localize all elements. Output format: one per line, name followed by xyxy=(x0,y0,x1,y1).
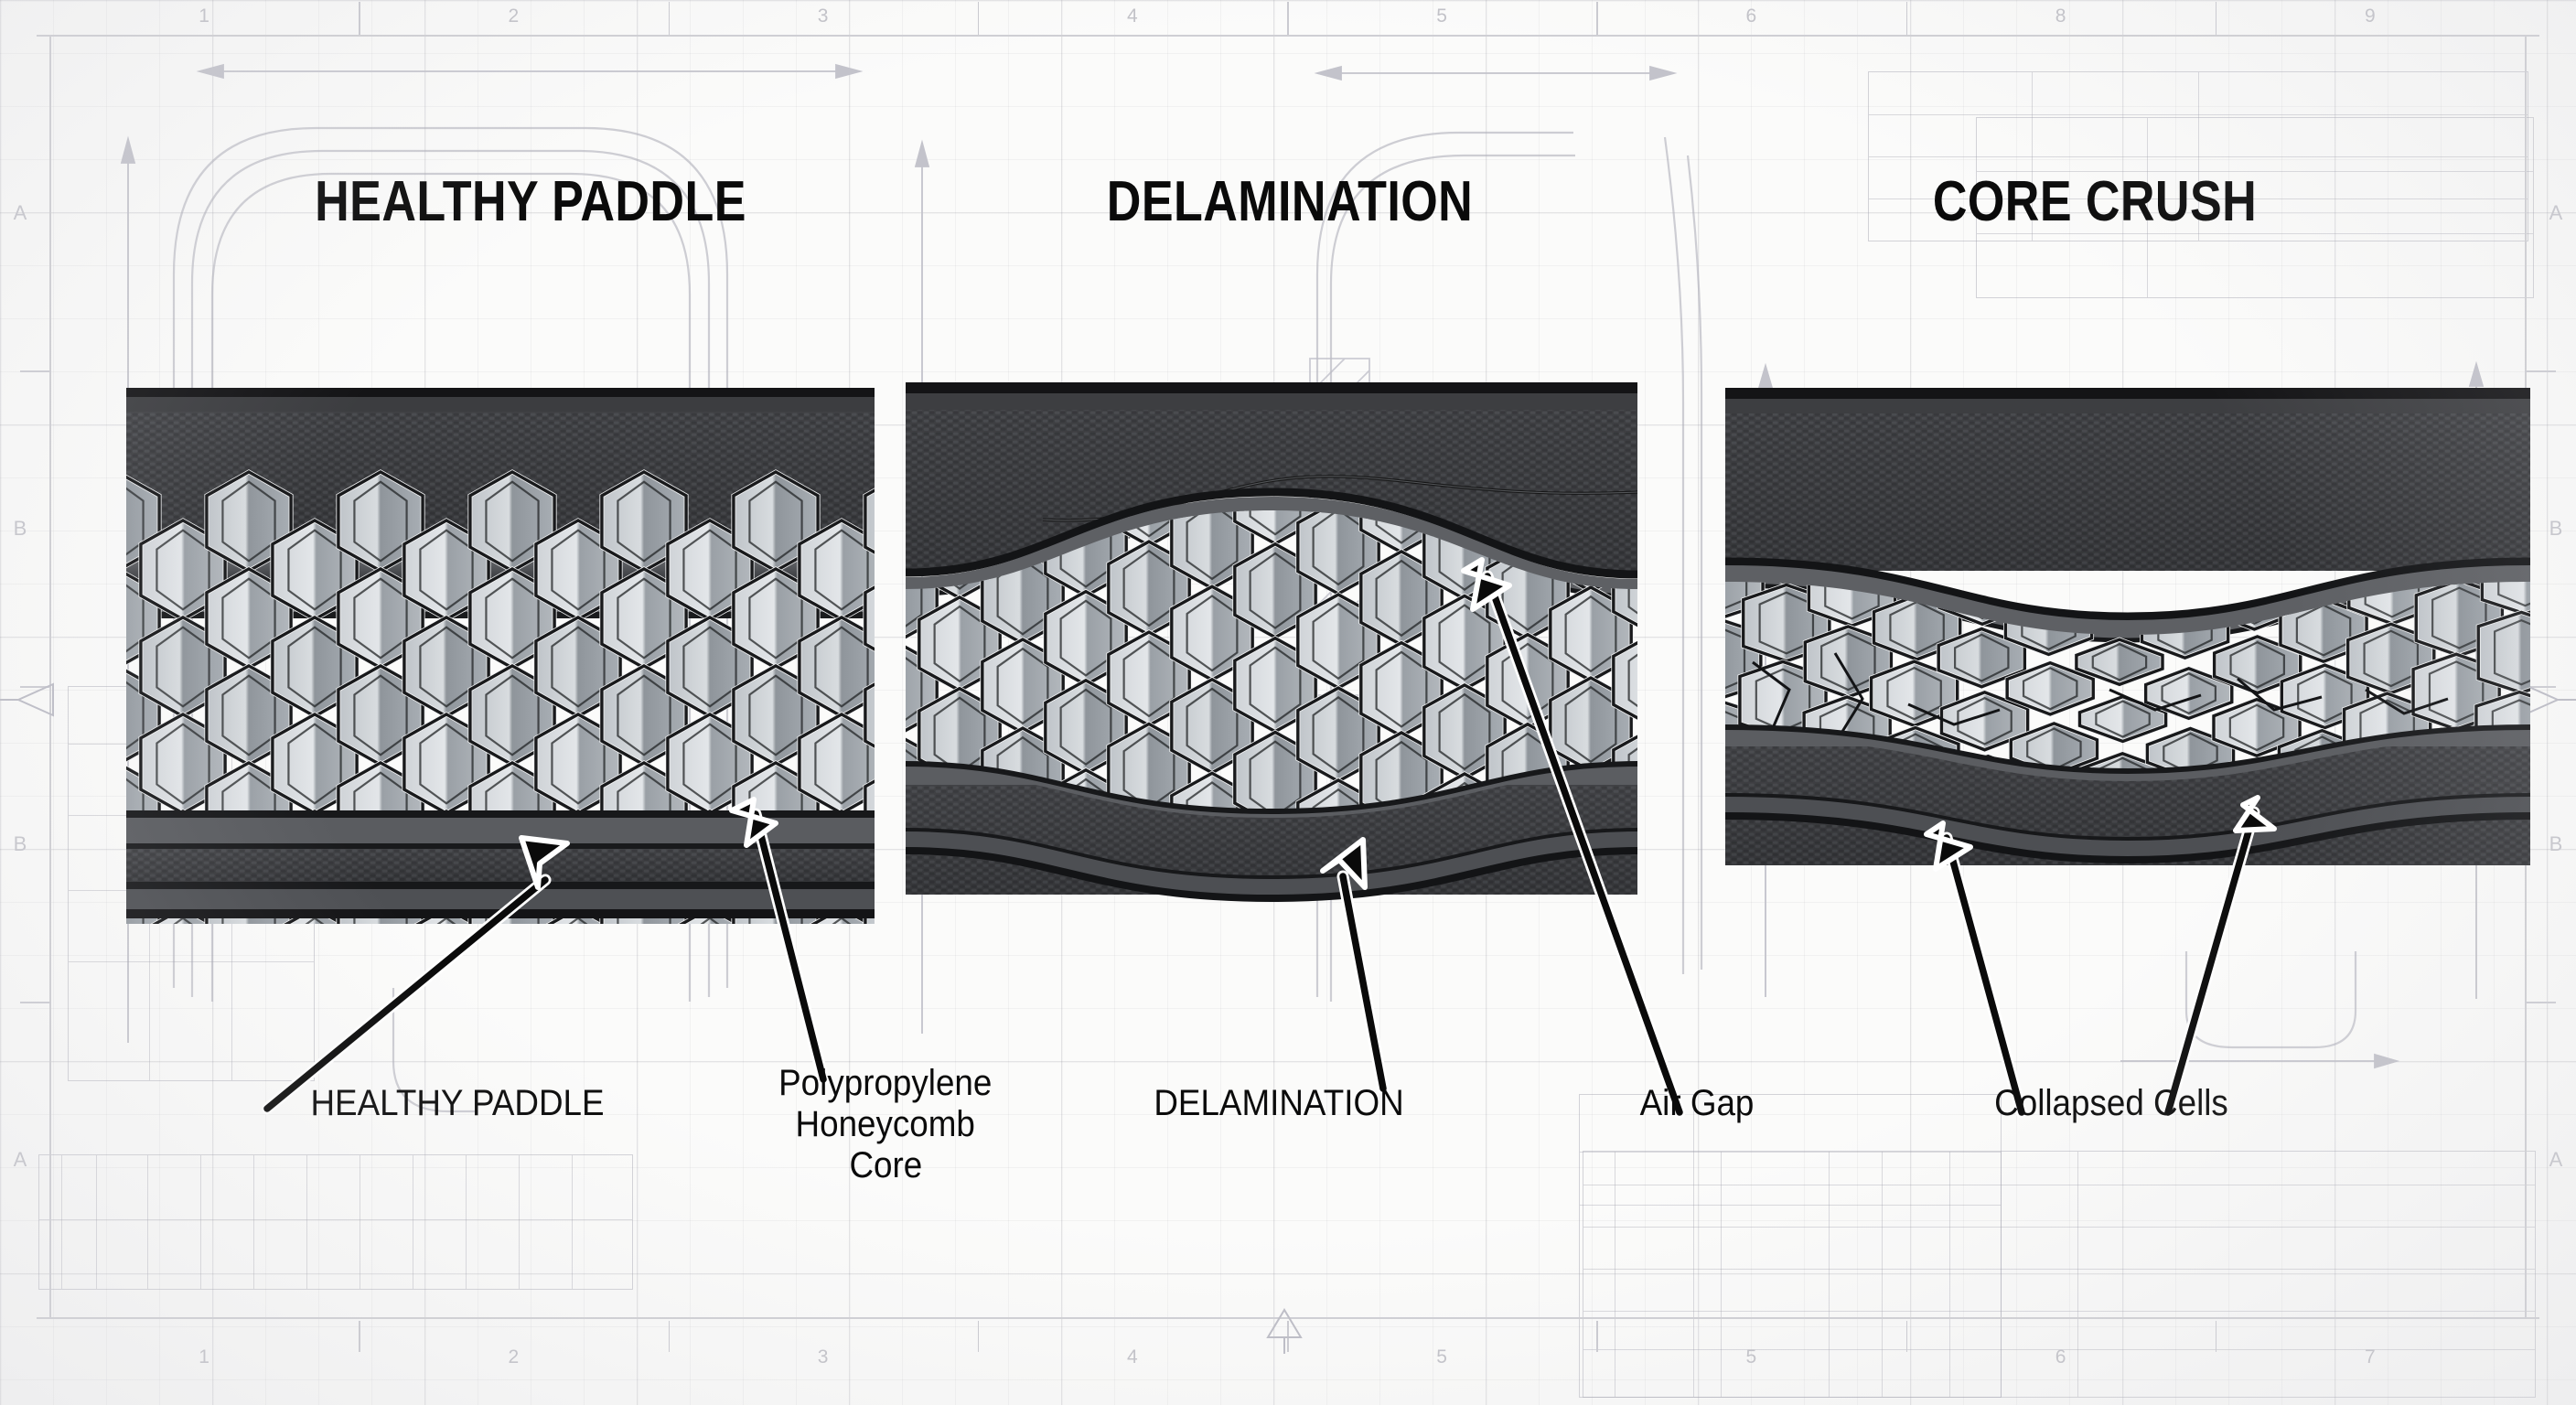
title-block-mid-bottom xyxy=(1579,1094,2002,1398)
ruler-row-tick xyxy=(20,1002,51,1003)
callout-air-gap: Air Gap xyxy=(1639,1083,1755,1123)
ruler-row-tick xyxy=(20,686,51,688)
ruler-tick xyxy=(1905,1321,1908,1352)
ruler-row-label: A xyxy=(13,200,27,224)
ruler-tick xyxy=(1905,2,1908,35)
ruler-tick xyxy=(1287,2,1289,35)
title-block-top-right xyxy=(1868,71,2528,241)
ruler-tick xyxy=(2215,1321,2217,1352)
ruler-label: 6 xyxy=(1745,5,1757,27)
ruler-tick xyxy=(1596,2,1598,35)
ruler-tick xyxy=(1596,1321,1598,1352)
ruler-tick xyxy=(977,2,980,35)
ruler-tick xyxy=(668,1321,671,1352)
ruler-row-label: A xyxy=(13,1147,27,1171)
ruler-label: 1 xyxy=(199,1346,209,1367)
ruler-row-label: A xyxy=(2549,1147,2563,1171)
panel-title-delamination: DELAMINATION xyxy=(1106,170,1474,233)
ruler-label: 8 xyxy=(2055,5,2066,27)
ruler-tick xyxy=(977,1321,980,1352)
ruler-row-tick xyxy=(20,370,51,372)
ruler-row-label: B xyxy=(13,516,27,540)
cross-section-core-crush xyxy=(1725,388,2530,918)
ruler-label: 7 xyxy=(2365,1346,2376,1367)
callout-honeycomb-core: Polypropylene Honeycomb Core xyxy=(778,1063,993,1185)
frame-bottom xyxy=(37,1317,2539,1319)
ruler-tick xyxy=(359,1321,360,1352)
ruler-tick xyxy=(1287,1321,1289,1352)
title-block-top-right-2 xyxy=(1976,117,2534,298)
cross-section-healthy xyxy=(126,388,875,924)
ruler-label: 2 xyxy=(508,1346,520,1367)
callout-delamination: DELAMINATION xyxy=(1154,1083,1404,1123)
ruler-row-label: B xyxy=(2549,516,2563,540)
panel-title-healthy: HEALTHY PADDLE xyxy=(315,170,746,233)
title-block-bottom-left xyxy=(38,1154,633,1290)
ruler-label: 5 xyxy=(1436,5,1447,27)
callout-collapsed-cells: Collapsed Cells xyxy=(1994,1083,2228,1123)
frame-left xyxy=(49,35,51,1317)
panel-title-core-crush: CORE CRUSH xyxy=(1932,170,2258,233)
ruler-label: 6 xyxy=(2055,1346,2066,1367)
ruler-row-tick xyxy=(2525,1002,2556,1003)
ruler-label: 2 xyxy=(508,5,520,27)
ruler-label: 1 xyxy=(199,5,209,27)
frame-top xyxy=(37,35,2539,37)
ruler-label: 5 xyxy=(1436,1346,1447,1367)
ruler-label: 4 xyxy=(1127,5,1138,27)
ruler-label: 3 xyxy=(817,5,829,27)
ruler-tick xyxy=(2215,2,2217,35)
ruler-label: 9 xyxy=(2365,5,2376,27)
ruler-label: 4 xyxy=(1127,1346,1138,1367)
callout-healthy-paddle: HEALTHY PADDLE xyxy=(310,1083,605,1123)
title-block-bottom-right xyxy=(1583,1151,2536,1398)
cross-section-delamination xyxy=(906,382,1637,931)
ruler-row-label: A xyxy=(2549,200,2563,224)
ruler-tick xyxy=(359,2,360,35)
ruler-label: 3 xyxy=(817,1346,829,1367)
ruler-row-tick xyxy=(2525,370,2556,372)
ruler-row-label: B xyxy=(2549,831,2563,855)
ruler-label: 5 xyxy=(1745,1346,1757,1367)
ruler-row-label: B xyxy=(13,831,27,855)
ruler-tick xyxy=(668,2,671,35)
